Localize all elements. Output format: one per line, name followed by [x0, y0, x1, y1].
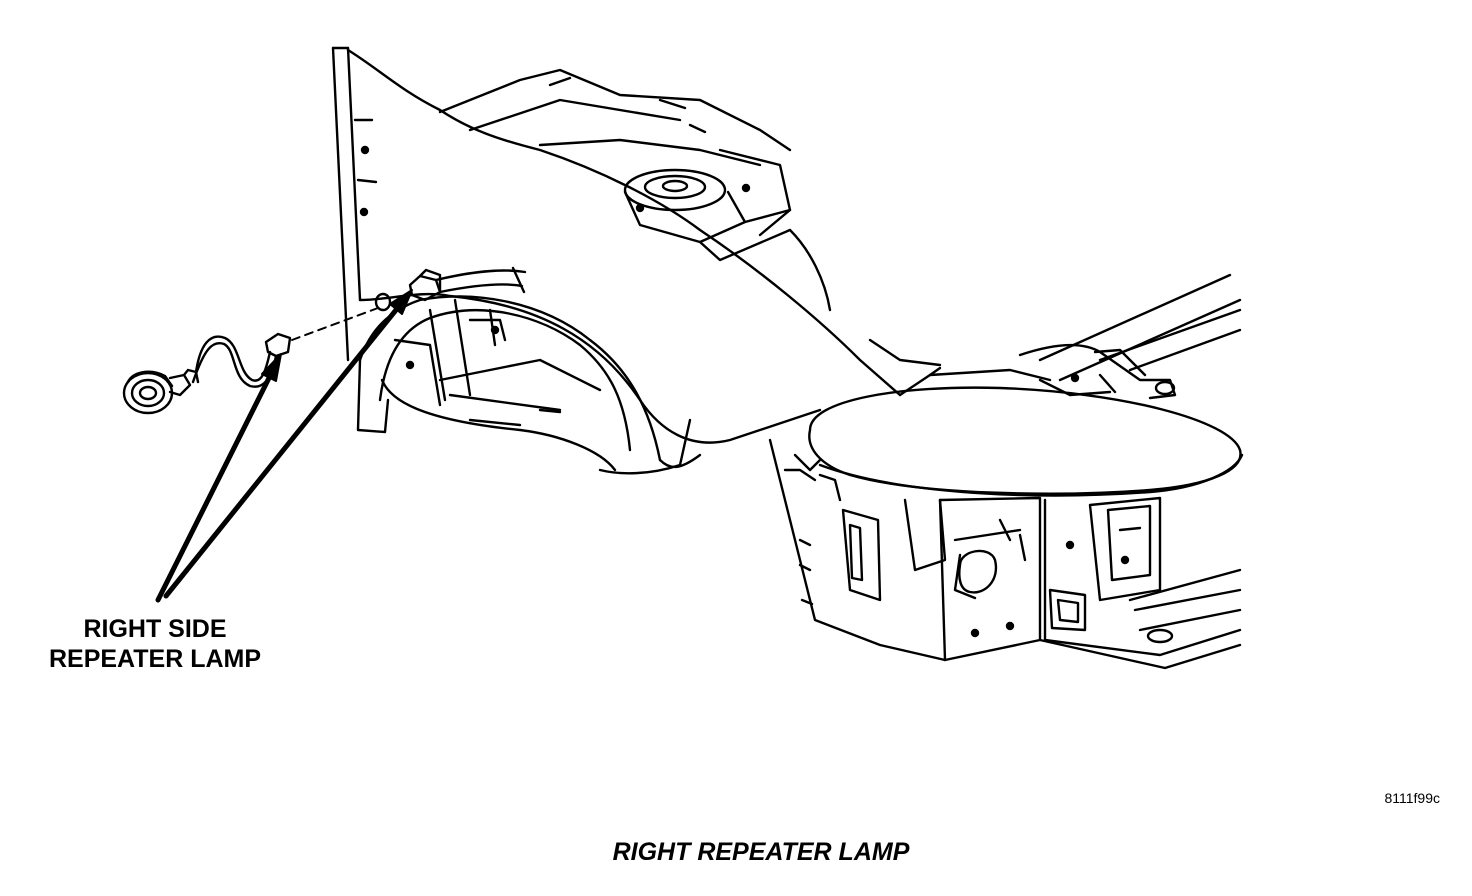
- arrow-to-lamp: [155, 369, 275, 603]
- headlamp-opening: [808, 366, 1244, 497]
- fender-panel: [346, 48, 942, 444]
- upper-frame-rail: [1018, 273, 1242, 400]
- fender-lamp-hole: [374, 266, 527, 312]
- radiator-support: [768, 438, 1042, 662]
- arrowhead-fender: [389, 289, 413, 315]
- figure-id: 8111f99c: [1384, 790, 1440, 806]
- figure-caption: RIGHT REPEATER LAMP: [612, 838, 910, 866]
- callout-line-2: REPEATER LAMP: [48, 645, 262, 673]
- lower-frame-rail: [1038, 496, 1242, 670]
- arrow-to-fender-opening: [163, 302, 403, 599]
- callout-label-right-side-repeater-lamp: RIGHT SIDE REPEATER LAMP: [20, 614, 290, 674]
- callout-line-1: RIGHT SIDE: [83, 615, 227, 643]
- callout-arrows: [155, 289, 413, 603]
- cowl-structure: [438, 68, 792, 237]
- installation-path-dashed-line: [291, 307, 379, 341]
- arrowhead-lamp: [261, 353, 282, 382]
- wheel-well: [356, 295, 702, 475]
- strut-tower: [623, 168, 792, 262]
- a-pillar: [331, 46, 378, 362]
